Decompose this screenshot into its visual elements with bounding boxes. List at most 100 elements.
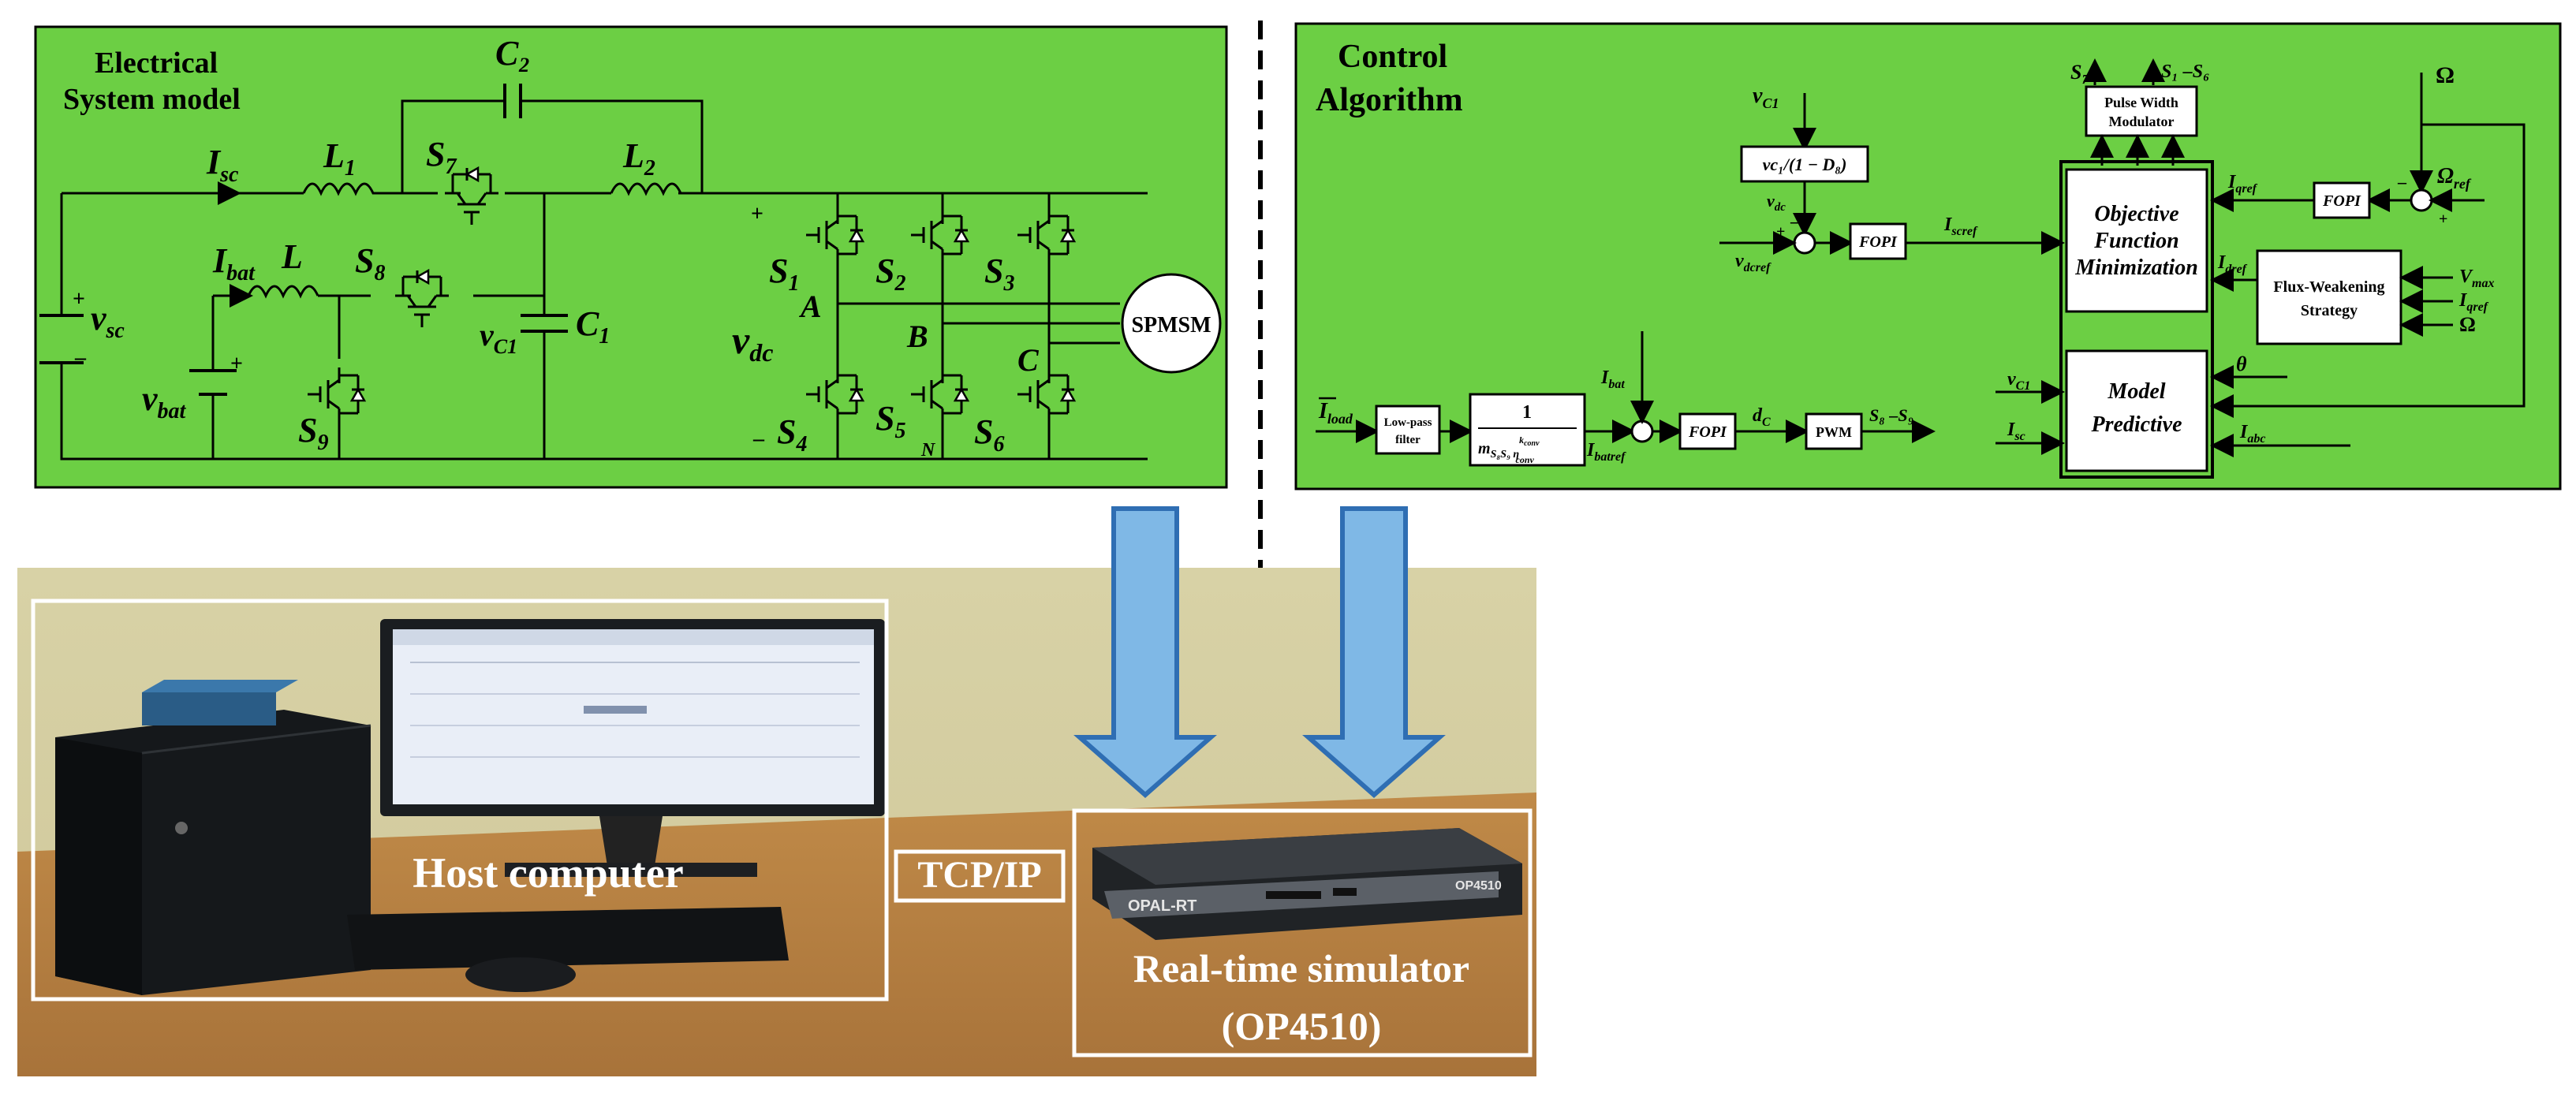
down-arrow-left [1073, 506, 1217, 798]
electrical-panel: Electrical System model [34, 25, 1228, 489]
label-l: L [281, 237, 303, 276]
device-brand: OPAL-RT [1128, 897, 1197, 915]
label-vc1: vC1 [480, 317, 517, 358]
pwm-label: PWM [1816, 424, 1852, 440]
fopi-label-vdc: FOPI [1858, 233, 1898, 251]
fopi-box-vdc [1849, 222, 1907, 260]
sum2-plus: + [2439, 211, 2447, 228]
label-idref: Idref [2217, 252, 2248, 276]
label-omega-ref: Ωref [2437, 164, 2472, 192]
fopi-box-speed [2313, 181, 2371, 219]
label-omega-top: Ω [2436, 62, 2455, 88]
electrical-title-2: System model [63, 83, 241, 116]
label-vdcref: vdcref [1735, 251, 1771, 274]
objective-box [2065, 168, 2208, 313]
lowpass-line1: Low-pass [1384, 416, 1432, 429]
monitor-screen [393, 629, 874, 804]
vbat-plus: + [230, 352, 243, 376]
motor-circle [1121, 273, 1222, 374]
gain-box [1469, 393, 1586, 467]
label-node-b: B [906, 319, 928, 354]
label-s4: S4 [777, 412, 807, 457]
label-s5: S5 [875, 399, 905, 443]
label-vc1-mpc: vC1 [2007, 369, 2030, 393]
label-ibat-ctrl: Ibat [1600, 367, 1625, 391]
pwm-mod-line2: Modulator [2109, 114, 2175, 129]
device-model: OP4510 [1455, 879, 1502, 893]
label-iqref2: Iqref [2458, 290, 2489, 314]
flux-line1: Flux-Weakening [2273, 278, 2384, 296]
label-iqref: Iqref [2227, 172, 2258, 196]
label-vdc: vdc [1767, 191, 1786, 214]
label-node-a: A [798, 289, 822, 324]
gain-numerator: 1 [1522, 402, 1532, 423]
fopi-label-speed: FOPI [2322, 192, 2361, 210]
label-isc: Isc [206, 143, 239, 187]
control-panel: Control Algorithm Pulse Width Modulator … [1294, 22, 2562, 490]
vdc-minus: – [752, 427, 765, 451]
label-ibat: Ibat [212, 241, 256, 285]
simulator-frame [1072, 808, 1533, 1057]
sum2-minus: – [2397, 172, 2407, 192]
control-title-2: Algorithm [1316, 82, 1463, 118]
objective-line3: Minimization [2074, 255, 2198, 280]
inverter [805, 193, 1120, 459]
label-isc-mpc: Isc [2007, 420, 2025, 443]
label-s8: S8 [355, 241, 385, 285]
vsc-minus: – [74, 345, 87, 370]
label-node-c: C [1017, 342, 1040, 378]
label-s1: S1 [769, 252, 799, 296]
sum1-plus: + [1776, 223, 1785, 241]
mouse [465, 957, 576, 992]
label-iabc: Iabc [2239, 422, 2265, 446]
tcpip-label: TCP/IP [917, 854, 1041, 896]
lowpass-line2: filter [1395, 434, 1421, 446]
mpc-outer-box [2059, 160, 2214, 479]
pwm-mod-line1: Pulse Width [2104, 95, 2178, 110]
label-ibatref: Ibatref [1586, 440, 1626, 464]
lowpass-filter-box [1375, 405, 1441, 455]
fopi-label-ibat: FOPI [1688, 423, 1727, 441]
electrical-title-1: Electrical [95, 47, 218, 80]
objective-line1: Objective [2094, 202, 2178, 226]
label-s6: S6 [974, 412, 1004, 457]
label-vmax: Vmax [2459, 267, 2494, 290]
label-theta: θ [2236, 352, 2247, 375]
sum-junction-vdc [1793, 231, 1816, 255]
fopi-box-ibat [1678, 412, 1737, 450]
label-s2: S2 [875, 252, 905, 296]
electrical-panel-bg [34, 25, 1228, 489]
vc1-formula: vс₁/(1 − D₈) [1763, 155, 1847, 174]
label-vc1-top: vC1 [1753, 84, 1779, 111]
model-line1: Model [2107, 379, 2165, 404]
simulator-label-1: Real-time simulator [1133, 946, 1469, 990]
host-computer-frame [31, 599, 889, 1001]
label-l1: L1 [323, 136, 356, 181]
sum-junction-ibat [1630, 420, 1654, 443]
tcpip-frame [894, 849, 1066, 903]
vc1-formula-box [1740, 145, 1869, 183]
sum-junction-speed [2410, 188, 2433, 212]
label-vbat: vbat [142, 379, 187, 423]
label-s7: S7 [426, 135, 457, 179]
down-arrow-right [1302, 506, 1446, 798]
host-computer-label: Host computer [413, 849, 683, 897]
label-dc: dC [1753, 405, 1771, 429]
label-s9: S9 [298, 411, 328, 455]
flux-weakening-box [2256, 249, 2402, 345]
pulse-width-modulator-box [2085, 85, 2198, 137]
label-vdc: vdc [732, 318, 773, 367]
label-s1s6-out: S₁ –S₆ [2161, 62, 2209, 82]
label-c2: C₂ [495, 34, 531, 73]
motor-label: SPMSM [1131, 313, 1211, 338]
lab-photo: OPAL-RT OP4510 Host computer TCP/IP Real… [17, 568, 1536, 1076]
vdc-plus: + [751, 202, 763, 226]
simulator-label-2: (OP4510) [1222, 1004, 1382, 1048]
sum1-minus: – [1790, 211, 1800, 231]
label-vsc: vsc [91, 299, 125, 343]
small-box-on-pc [142, 692, 276, 725]
label-node-n: N [920, 440, 936, 461]
label-c1: C1 [576, 304, 610, 349]
